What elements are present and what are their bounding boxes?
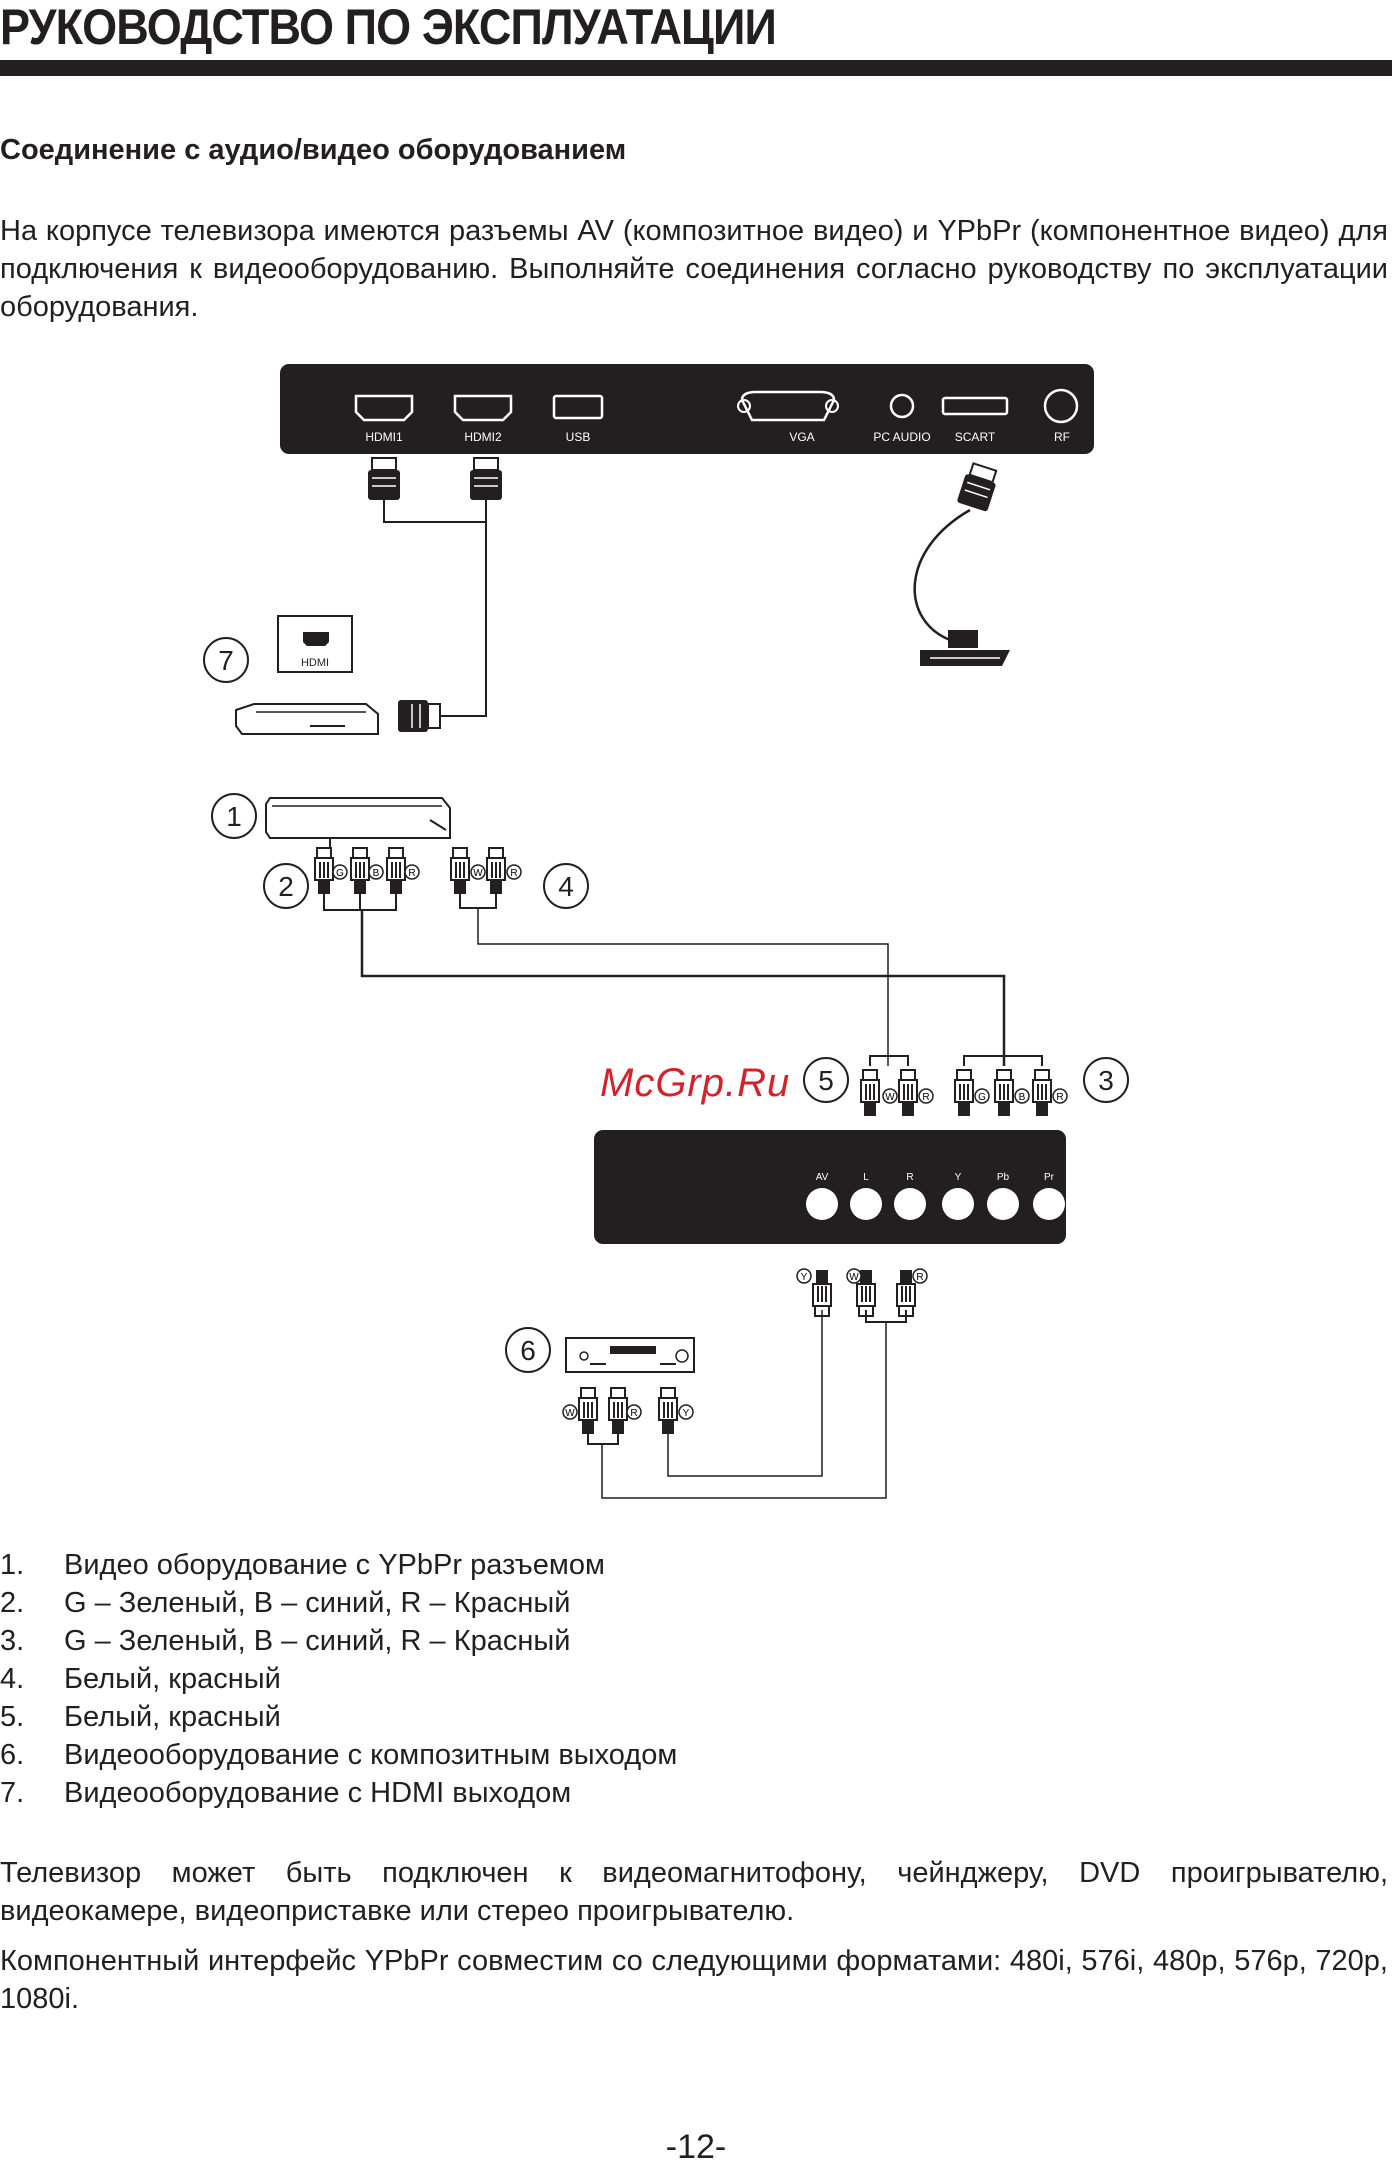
hdmi-cables: [367, 457, 503, 733]
legend-item: 1.Видео оборудование с YPbPr разъемом: [0, 1549, 605, 1581]
svg-text:R: R: [630, 1408, 637, 1419]
svg-text:5: 5: [818, 1065, 834, 1096]
component-plugs-group-2: G B R: [314, 838, 420, 911]
component-plugs-group-3: G B R: [954, 1055, 1068, 1117]
legend-item: 7.Видеооборудование с HDMI выходом: [0, 1777, 572, 1809]
port-label-rf: RF: [1054, 430, 1070, 444]
pc-audio-port-icon: [889, 393, 915, 419]
svg-text:R: R: [916, 1272, 923, 1283]
svg-text:R: R: [1056, 1092, 1063, 1103]
port-label-r: R: [906, 1172, 913, 1183]
note-paragraph-devices: Телевизор может быть подключен к видеома…: [0, 1857, 1388, 1927]
vga-port-icon: [740, 390, 836, 422]
svg-text:7: 7: [218, 645, 234, 676]
callout-7: 7: [203, 637, 249, 683]
callout-4: 4: [543, 863, 589, 909]
scart-cable: [913, 461, 1010, 666]
svg-text:Y: Y: [801, 1272, 808, 1283]
device-6-composite-source: [565, 1337, 695, 1373]
svg-text:2: 2: [278, 871, 294, 902]
av-jack-icon: [806, 1188, 838, 1220]
port-label-pc-audio: PC AUDIO: [873, 430, 930, 444]
y-jack-icon: [942, 1188, 974, 1220]
svg-text:3: 3: [1098, 1065, 1114, 1096]
note-paragraph-formats: Компонентный интерфейс YPbPr совместим с…: [0, 1945, 1388, 2015]
svg-text:G: G: [978, 1092, 986, 1103]
connection-diagram: HDMI1 HDMI2 USB VGA PC AUDIO SCART RF HD…: [203, 364, 1129, 1499]
page-number: -12-: [665, 2128, 727, 2166]
legend-item: 5.Белый, красный: [0, 1701, 281, 1733]
svg-text:R: R: [408, 868, 415, 879]
device7-port-label: HDMI: [301, 657, 329, 669]
svg-text:R: R: [922, 1092, 929, 1103]
svg-text:Y: Y: [683, 1408, 690, 1419]
port-label-vga: VGA: [789, 430, 814, 444]
l-jack-icon: [850, 1188, 882, 1220]
hdmi1-port-icon: [354, 394, 414, 422]
port-label-av: AV: [816, 1172, 829, 1183]
device-7-hdmi-source: HDMI: [235, 615, 379, 735]
scart-port-icon: [941, 396, 1009, 416]
svg-text:W: W: [849, 1272, 859, 1283]
svg-text:B: B: [1019, 1092, 1026, 1103]
svg-text:W: W: [885, 1092, 895, 1103]
r-jack-icon: [894, 1188, 926, 1220]
port-label-l: L: [863, 1172, 869, 1183]
legend-list: 1.Видео оборудование с YPbPr разъемом 2.…: [0, 1546, 677, 1812]
callout-3: 3: [1083, 1057, 1129, 1103]
callout-2: 2: [263, 863, 309, 909]
composite-plugs-device-6: W R Y: [562, 1387, 694, 1445]
device-1-ypbpr-source: [265, 797, 451, 839]
svg-text:W: W: [473, 868, 483, 879]
section-title: Соединение с аудио/видео оборудованием: [0, 134, 627, 166]
usb-port-icon: [552, 394, 604, 420]
svg-text:W: W: [565, 1408, 575, 1419]
svg-text:B: B: [373, 868, 380, 879]
tv-side-panel: AV L R Y Pb Pr: [594, 1130, 1066, 1244]
header-rule: [0, 60, 1392, 76]
composite-cables: [601, 1310, 887, 1499]
port-label-y: Y: [955, 1172, 962, 1183]
port-label-scart: SCART: [955, 430, 996, 444]
audio-plugs-group-5: W R: [860, 1055, 934, 1117]
callout-5: 5: [803, 1057, 849, 1103]
callout-1: 1: [211, 793, 257, 839]
watermark: McGrp.Ru: [600, 1061, 790, 1105]
long-cables: [360, 908, 1006, 1066]
svg-text:R: R: [510, 868, 517, 879]
hdmi2-port-icon: [453, 394, 513, 422]
port-label-hdmi2: HDMI2: [464, 430, 502, 444]
legend-item: 4.Белый, красный: [0, 1663, 281, 1695]
callout-6: 6: [505, 1327, 551, 1373]
svg-text:1: 1: [226, 801, 242, 832]
svg-text:G: G: [336, 868, 344, 879]
port-label-pb: Pb: [997, 1172, 1010, 1183]
legend-item: 2.G – Зеленый, B – синий, R – Красный: [0, 1587, 571, 1619]
port-label-hdmi1: HDMI1: [365, 430, 403, 444]
legend-item: 6.Видеооборудование с композитным выходо…: [0, 1739, 678, 1771]
audio-plugs-group-4: W R: [450, 847, 522, 909]
intro-paragraph: На корпусе телевизора имеются разъемы AV…: [0, 215, 1388, 323]
legend-item: 3.G – Зеленый, B – синий, R – Красный: [0, 1625, 571, 1657]
pr-jack-icon: [1033, 1188, 1065, 1220]
hdmi-port-icon: [303, 632, 329, 646]
port-label-pr: Pr: [1044, 1172, 1055, 1183]
svg-text:6: 6: [520, 1335, 536, 1366]
page-header-title: РУКОВОДСТВО ПО ЭКСПЛУАТАЦИИ: [0, 0, 777, 55]
pb-jack-icon: [987, 1188, 1019, 1220]
rf-port-icon: [1043, 388, 1079, 424]
svg-text:4: 4: [558, 871, 574, 902]
composite-plugs-panel: Y W R: [796, 1268, 928, 1323]
tv-top-panel: HDMI1 HDMI2 USB VGA PC AUDIO SCART RF: [280, 364, 1094, 454]
port-label-usb: USB: [566, 430, 591, 444]
